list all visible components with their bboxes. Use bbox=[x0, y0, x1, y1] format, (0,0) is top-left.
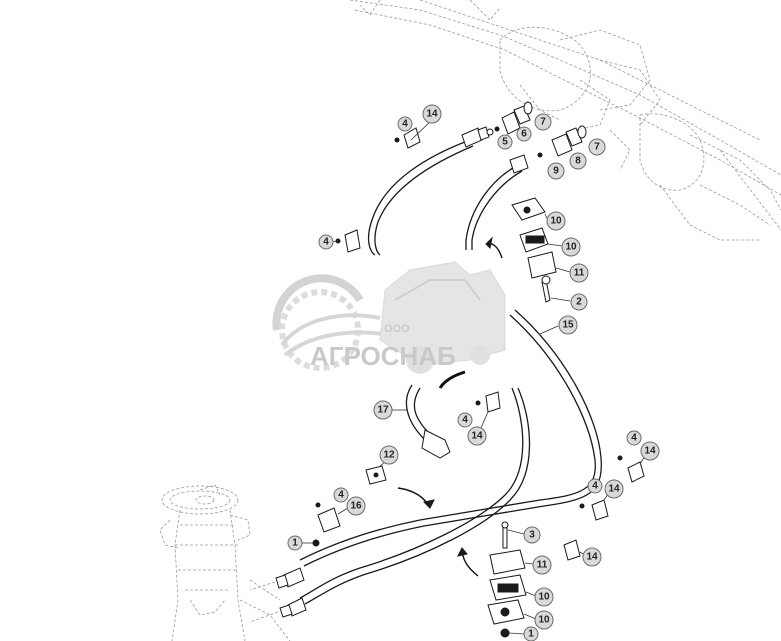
rear-axle-outline bbox=[349, 0, 781, 241]
callout-10d[interactable]: 10 bbox=[534, 610, 554, 630]
svg-text:14: 14 bbox=[644, 446, 656, 457]
svg-text:16: 16 bbox=[350, 501, 362, 512]
direction-arrows bbox=[397, 236, 503, 577]
svg-text:10: 10 bbox=[538, 615, 550, 626]
callout-1[interactable]: 1 bbox=[287, 535, 303, 551]
callout-4d[interactable]: 4 bbox=[626, 430, 642, 446]
callout-4f[interactable]: 4 bbox=[333, 487, 349, 503]
svg-text:15: 15 bbox=[562, 320, 574, 331]
hose-fittings bbox=[249, 126, 529, 623]
agrosnab-watermark: ООО АГРОСНАБ bbox=[272, 261, 506, 374]
callout-17[interactable]: 17 bbox=[373, 400, 393, 420]
callout-4e[interactable]: 4 bbox=[587, 478, 603, 494]
svg-text:4: 4 bbox=[338, 490, 344, 501]
svg-text:3: 3 bbox=[529, 530, 535, 541]
callout-8[interactable]: 8 bbox=[569, 152, 587, 170]
callout-4[interactable]: 4 bbox=[397, 116, 413, 132]
svg-text:1: 1 bbox=[528, 629, 534, 640]
svg-text:10: 10 bbox=[538, 592, 550, 603]
callouts: 14 4 7 5 6 7 8 9 10 10 11 2 4 15 17 4 14… bbox=[287, 104, 660, 641]
watermark-name: АГРОСНАБ bbox=[310, 341, 456, 371]
svg-text:1: 1 bbox=[292, 538, 298, 549]
callout-14e[interactable]: 14 bbox=[582, 547, 602, 567]
steering-column-outline bbox=[159, 484, 291, 641]
callout-11[interactable]: 11 bbox=[569, 263, 589, 283]
svg-text:14: 14 bbox=[608, 484, 620, 495]
callout-5[interactable]: 5 bbox=[497, 134, 513, 150]
clamps-brackets bbox=[312, 127, 645, 638]
callout-10c[interactable]: 10 bbox=[534, 587, 554, 607]
svg-text:14: 14 bbox=[471, 431, 483, 442]
svg-text:11: 11 bbox=[537, 560, 548, 571]
svg-text:5: 5 bbox=[502, 137, 508, 148]
callout-7[interactable]: 7 bbox=[534, 113, 552, 131]
svg-text:4: 4 bbox=[323, 237, 329, 248]
callout-14c[interactable]: 14 bbox=[640, 441, 660, 461]
callout-4c[interactable]: 4 bbox=[457, 412, 473, 428]
svg-text:14: 14 bbox=[426, 109, 438, 120]
callout-14[interactable]: 14 bbox=[422, 104, 442, 124]
callout-10a[interactable]: 10 bbox=[546, 211, 566, 231]
svg-text:10: 10 bbox=[565, 242, 577, 253]
svg-text:4: 4 bbox=[402, 119, 408, 130]
callout-11b[interactable]: 11 bbox=[532, 555, 552, 575]
callout-3[interactable]: 3 bbox=[523, 526, 541, 544]
svg-text:7: 7 bbox=[540, 117, 546, 128]
svg-text:12: 12 bbox=[383, 450, 395, 461]
callout-6[interactable]: 6 bbox=[516, 126, 532, 142]
callout-15[interactable]: 15 bbox=[558, 315, 578, 335]
callout-16[interactable]: 16 bbox=[346, 496, 366, 516]
callout-7b[interactable]: 7 bbox=[588, 138, 606, 156]
svg-text:4: 4 bbox=[631, 433, 637, 444]
callout-10b[interactable]: 10 bbox=[561, 237, 581, 257]
watermark-prefix: ООО bbox=[384, 323, 410, 335]
callout-1b[interactable]: 1 bbox=[523, 626, 539, 641]
svg-text:2: 2 bbox=[576, 297, 582, 308]
callout-12[interactable]: 12 bbox=[379, 445, 399, 465]
svg-text:10: 10 bbox=[550, 216, 562, 227]
svg-text:4: 4 bbox=[592, 481, 598, 492]
callout-4b[interactable]: 4 bbox=[318, 234, 334, 250]
svg-text:7: 7 bbox=[594, 142, 600, 153]
svg-text:9: 9 bbox=[553, 166, 559, 177]
svg-text:4: 4 bbox=[462, 415, 468, 426]
svg-text:11: 11 bbox=[574, 268, 585, 279]
callout-14b[interactable]: 14 bbox=[467, 426, 487, 446]
hydraulic-hoses bbox=[299, 139, 602, 605]
callout-14d[interactable]: 14 bbox=[604, 479, 624, 499]
svg-text:6: 6 bbox=[521, 129, 527, 140]
callout-2[interactable]: 2 bbox=[570, 293, 588, 311]
top-fittings bbox=[486, 101, 587, 158]
svg-text:14: 14 bbox=[586, 552, 598, 563]
callout-9[interactable]: 9 bbox=[547, 162, 565, 180]
svg-text:8: 8 bbox=[575, 156, 581, 167]
svg-text:17: 17 bbox=[377, 405, 389, 416]
